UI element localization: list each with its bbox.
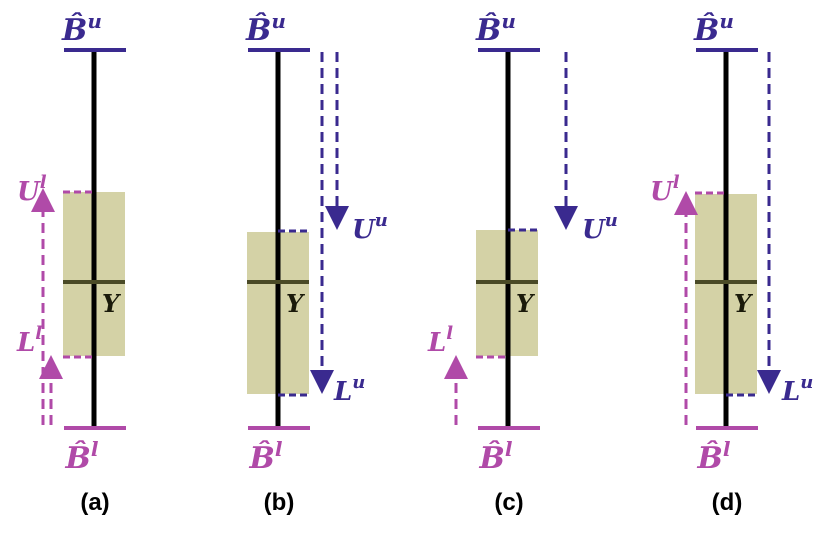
b-lower-label: B̂l	[479, 437, 513, 476]
u-superscript: u	[375, 210, 388, 231]
y-label: Y	[102, 289, 122, 318]
u-letter: U	[17, 177, 41, 207]
u-label: Uu	[352, 210, 388, 245]
b-symbol: B̂	[245, 13, 271, 48]
y-label: Y	[286, 289, 306, 318]
l-label: Ll	[16, 323, 42, 358]
b-superscript: l	[91, 437, 99, 461]
b-lower-label: B̂l	[249, 437, 283, 476]
b-superscript: l	[723, 437, 731, 461]
l-superscript: u	[800, 372, 813, 393]
l-label: Ll	[427, 323, 453, 358]
u-superscript: l	[40, 172, 47, 193]
panel-caption: (b)	[264, 489, 295, 516]
u-label: Ul	[17, 172, 47, 207]
b-symbol: B̂	[249, 441, 275, 476]
l-letter: L	[781, 377, 800, 407]
panel-caption: (a)	[80, 489, 109, 516]
l-letter: L	[333, 377, 352, 407]
u-letter: U	[352, 215, 376, 245]
b-symbol: B̂	[697, 441, 723, 476]
u-label: Uu	[582, 210, 618, 245]
u-label: Ul	[650, 172, 680, 207]
b-upper-label: B̂u	[61, 9, 102, 48]
b-upper-label: B̂u	[693, 9, 734, 48]
b-symbol: B̂	[479, 441, 505, 476]
l-label: Lu	[781, 372, 813, 407]
panel-caption: (c)	[494, 489, 523, 516]
b-superscript: l	[505, 437, 513, 461]
b-symbol: B̂	[475, 13, 501, 48]
panel-a: B̂u B̂l Ul Ll Y (a)	[16, 9, 126, 516]
b-superscript: u	[87, 9, 102, 33]
panel-c: B̂u B̂l Uu Ll Y (c)	[427, 9, 618, 516]
b-symbol: B̂	[61, 13, 87, 48]
u-letter: U	[582, 215, 606, 245]
l-letter: L	[427, 328, 446, 358]
b-superscript: l	[275, 437, 283, 461]
b-symbol: B̂	[65, 441, 91, 476]
b-upper-label: B̂u	[245, 9, 286, 48]
y-label: Y	[734, 289, 754, 318]
b-superscript: u	[271, 9, 286, 33]
l-superscript: l	[35, 323, 42, 344]
l-letter: L	[16, 328, 35, 358]
y-label: Y	[516, 289, 536, 318]
u-superscript: u	[605, 210, 618, 231]
b-lower-label: B̂l	[697, 437, 731, 476]
l-superscript: l	[446, 323, 453, 344]
b-symbol: B̂	[693, 13, 719, 48]
b-superscript: u	[501, 9, 516, 33]
l-superscript: u	[352, 372, 365, 393]
b-upper-label: B̂u	[475, 9, 516, 48]
u-superscript: l	[673, 172, 680, 193]
u-letter: U	[650, 177, 674, 207]
b-lower-label: B̂l	[65, 437, 99, 476]
panel-caption: (d)	[712, 489, 743, 516]
panel-b: B̂u B̂l Uu Lu Y (b)	[245, 9, 388, 516]
b-superscript: u	[719, 9, 734, 33]
panel-d: B̂u B̂l Ul Lu Y (d)	[650, 9, 813, 516]
l-label: Lu	[333, 372, 365, 407]
